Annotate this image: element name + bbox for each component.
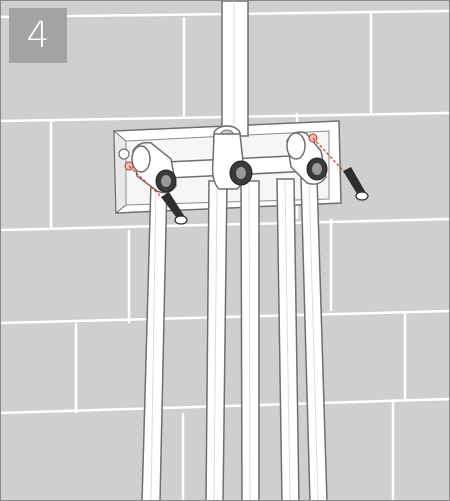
right-screw	[343, 167, 369, 201]
right-valve-body	[286, 131, 328, 185]
shower-outlet-pipe	[221, 1, 249, 137]
left-screw	[161, 192, 188, 225]
center-mixer-valve	[211, 125, 253, 190]
step-number-badge: 4	[9, 8, 67, 63]
wall-tile-grid	[1, 9, 449, 500]
